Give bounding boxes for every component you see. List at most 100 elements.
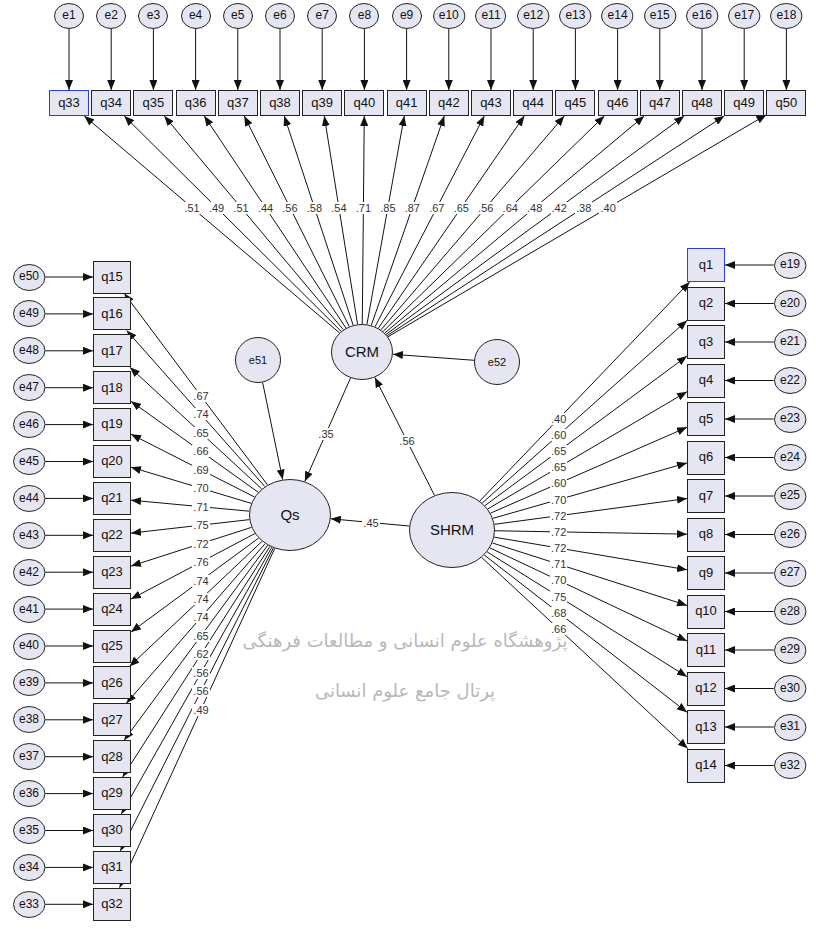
text-holder: e4 [189,9,202,22]
text-holder: e15 [650,9,670,22]
path-coefficient: .65 [550,445,567,457]
text-holder: q14 [695,758,717,772]
path-coefficient: .71 [355,202,372,214]
text-holder: e49 [19,307,39,320]
error-term: e31 [774,714,806,741]
text-holder: q19 [101,417,123,431]
text-holder: e40 [19,639,39,652]
text-holder: q22 [101,528,123,542]
error-term: e45 [13,448,45,475]
text-holder: e33 [19,898,39,911]
text-holder: e1 [62,9,75,22]
node-label: e32 [780,759,800,772]
path-arrow [45,646,93,647]
path-arrow [371,116,444,325]
text-holder: q49 [733,96,755,110]
node-label: e20 [780,297,800,310]
path-coefficient: .56 [192,685,209,697]
node-label: e41 [19,603,39,616]
text-holder: e51 [249,354,267,366]
error-term: e36 [13,780,45,807]
error-term: e47 [13,374,45,401]
path-coefficient: .56 [281,202,298,214]
text-holder: e5 [231,9,244,22]
error-term: e6 [265,3,295,29]
path-arrow [725,496,774,497]
node-label: q23 [101,565,123,579]
node-label: q40 [354,96,376,110]
text-holder: e18 [776,9,796,22]
path-arrow [263,383,283,480]
path-arrow [406,29,407,90]
text-holder: e36 [19,787,39,800]
error-term: e14 [601,3,633,29]
error-term: e22 [774,367,806,394]
observed-variable: q8 [687,518,725,552]
error-term: e2 [96,3,126,29]
node-label: q36 [185,96,207,110]
path-arrow [124,116,341,331]
node-label: q8 [699,527,713,541]
path-arrow [725,265,774,266]
error-term: e50 [13,264,45,291]
observed-variable: q25 [93,630,131,663]
observed-variable: q50 [766,90,806,116]
path-coefficient: .64 [502,202,519,214]
node-label: e37 [19,750,39,763]
node-label: CRM [345,344,379,361]
error-term: e49 [13,300,45,327]
path-arrow [725,303,774,304]
path-arrow [482,558,688,749]
path-arrow [284,116,353,325]
latent-variable: SHRM [409,492,495,568]
text-holder: e25 [780,489,800,502]
path-arrow [45,313,93,314]
text-holder: e39 [19,676,39,689]
error-term: e33 [13,891,45,918]
path-arrow [575,29,576,90]
path-arrow [244,116,349,326]
node-label: q3 [699,335,713,349]
path-arrow [725,342,774,343]
error-term: e10 [433,3,465,29]
path-arrow [387,116,724,336]
path-coefficient: .56 [477,202,494,214]
error-term: e12 [517,3,549,29]
watermark-text: پژوهشگاه علوم انسانی و مطالعات فرهنگی [243,630,568,651]
latent-variable: Qs [249,479,331,551]
text-holder: e27 [780,566,800,579]
path-coefficient: .70 [550,574,567,586]
node-label: SHRM [430,522,474,539]
error-term: e13 [559,3,591,29]
node-label: e14 [608,9,628,22]
node-label: e12 [523,9,543,22]
node-label: e2 [105,9,118,22]
observed-variable: q42 [429,90,469,116]
path-coefficient: .54 [330,202,347,214]
error-term: e46 [13,411,45,438]
node-label: e38 [19,713,39,726]
text-holder: e22 [780,374,800,387]
text-holder: q43 [480,96,502,110]
text-holder: e2 [105,9,118,22]
path-arrow [725,534,774,535]
observed-variable: q2 [687,287,725,321]
error-term: e39 [13,669,45,696]
path-arrow [388,115,766,337]
path-arrow [786,29,787,90]
path-coefficient: .66 [192,445,209,457]
node-label: q28 [101,750,123,764]
path-arrow [121,547,271,814]
path-arrow [69,29,70,90]
error-term: e29 [774,637,806,664]
observed-variable: q39 [302,90,342,116]
path-coefficient: .65 [192,427,209,439]
node-label: e18 [776,9,796,22]
observed-variable: q29 [93,777,131,810]
path-arrow [725,650,774,651]
path-arrow [322,29,323,90]
error-term: e5 [223,3,253,29]
path-arrow [487,552,687,677]
text-holder: e32 [780,759,800,772]
path-arrow [744,29,745,90]
